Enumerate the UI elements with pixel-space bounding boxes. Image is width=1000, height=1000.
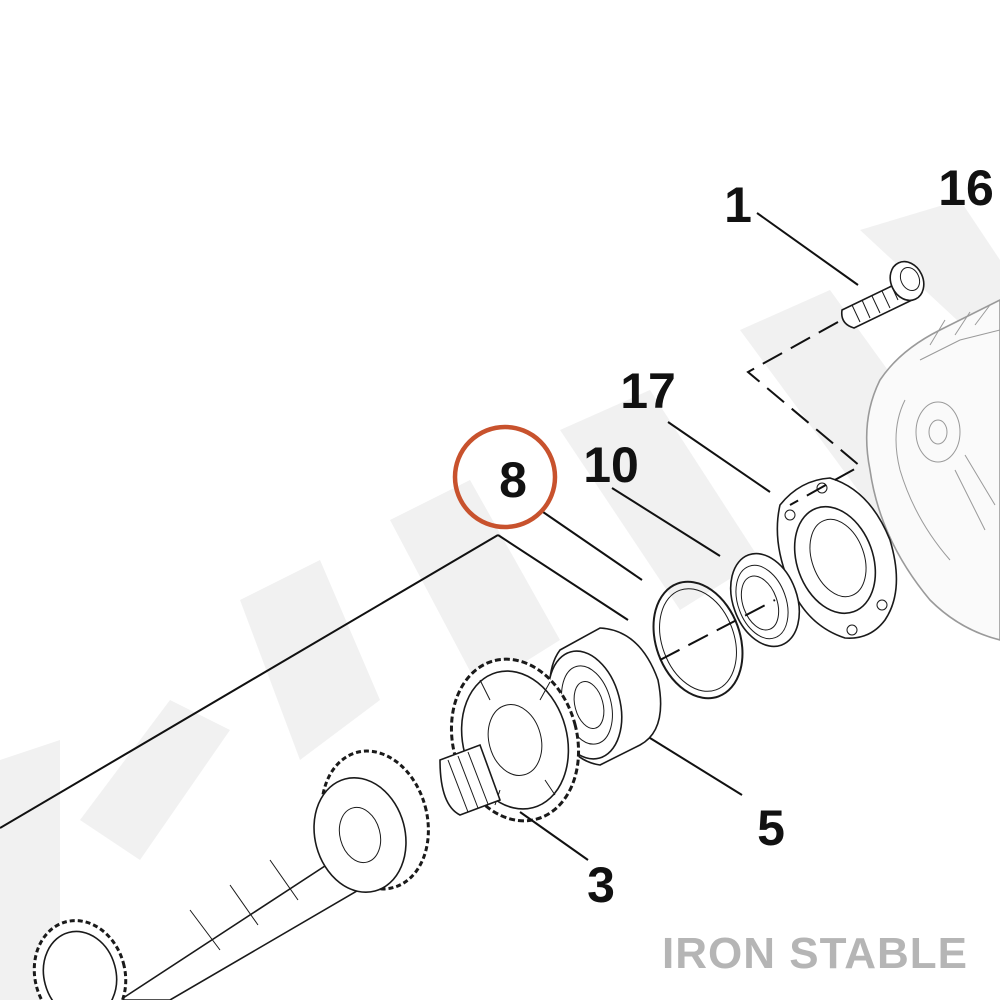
callout-17: 17 bbox=[620, 363, 676, 419]
part-8-snap-ring bbox=[652, 580, 744, 700]
brand-logo-text: IRON STABLE bbox=[662, 929, 968, 978]
callout-3: 3 bbox=[587, 857, 615, 913]
part-16-housing bbox=[865, 299, 1000, 641]
highlight-circle bbox=[452, 424, 558, 530]
callout-5: 5 bbox=[757, 800, 785, 856]
callout-16: 16 bbox=[938, 160, 994, 216]
part-17-flange bbox=[776, 477, 898, 639]
part-10-seal bbox=[729, 552, 801, 648]
callout-10: 10 bbox=[583, 437, 639, 493]
part-1-bolt bbox=[840, 260, 925, 329]
needle-bearing bbox=[439, 743, 502, 816]
callout-1: 1 bbox=[724, 177, 752, 233]
callout-8: 8 bbox=[499, 452, 527, 508]
leader-lines bbox=[0, 212, 862, 861]
main-shaft bbox=[32, 749, 430, 1000]
